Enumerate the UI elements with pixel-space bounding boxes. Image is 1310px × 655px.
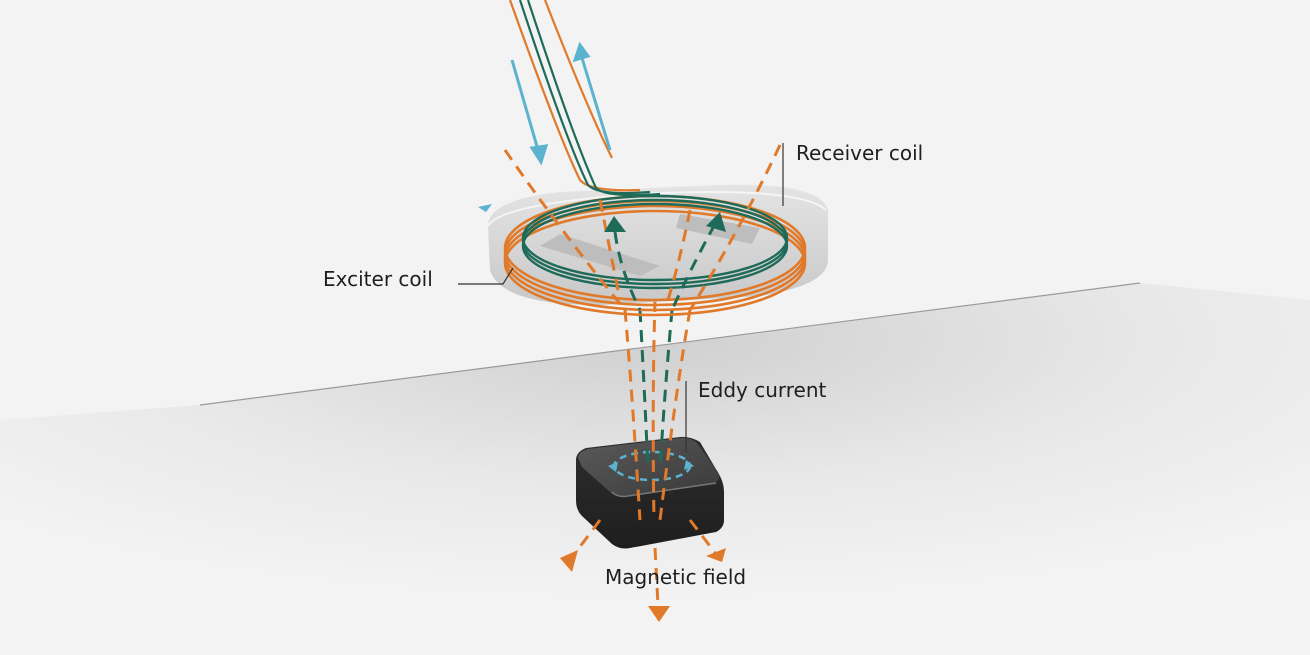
receiver-coil [521, 194, 789, 290]
arrow-icon [648, 606, 670, 622]
arrow-icon [706, 212, 726, 232]
arrow-icon [706, 548, 726, 562]
field-lines-upper [503, 144, 782, 311]
lead-wires [508, 0, 661, 197]
label-exciter-coil: Exciter coil [323, 267, 433, 291]
current-arrows [478, 41, 612, 212]
label-receiver-coil: Receiver coil [796, 141, 924, 165]
field-arrows [560, 548, 726, 622]
field-arrows-upper [604, 212, 726, 232]
arrow-icon [560, 550, 578, 572]
arrow-icon [529, 144, 549, 166]
surface-edge-line [199, 282, 1141, 406]
magnetic-field-lines [568, 299, 718, 606]
leader-lines [458, 143, 784, 452]
label-magnetic-field: Magnetic field [605, 565, 747, 589]
arrow-icon [572, 41, 591, 63]
arrow-icon [604, 216, 626, 232]
label-eddy-current: Eddy current [698, 378, 827, 402]
leader-exciter [458, 267, 514, 285]
